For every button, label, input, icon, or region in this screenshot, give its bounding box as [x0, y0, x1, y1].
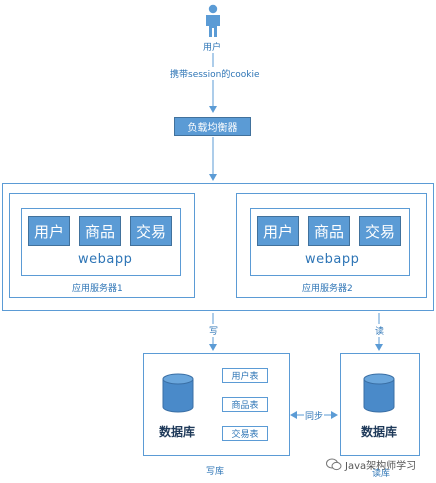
server-2-app-name: webapp: [305, 252, 360, 267]
write-label: 写: [209, 324, 219, 337]
watermark: Java架构师学习: [326, 457, 416, 472]
server-2-module-trade: 交易: [359, 216, 401, 246]
read-label: 读: [375, 324, 385, 337]
server-1-module-user: 用户: [28, 216, 70, 246]
replica-db-name: 数据库: [361, 425, 398, 439]
master-database-icon: [162, 373, 194, 413]
watermark-text: Java架构师学习: [345, 461, 417, 472]
master-db-caption: 写库: [206, 467, 225, 477]
replica-db-caption: 读库: [372, 469, 391, 479]
replica-database-icon: [363, 373, 395, 413]
user-label: 用户: [203, 43, 222, 53]
server-2-module-product: 商品: [308, 216, 350, 246]
server-1-module-product: 商品: [79, 216, 121, 246]
person-icon: [206, 4, 220, 37]
request-note: 携带session的cookie: [168, 67, 262, 80]
server-1-module-trade: 交易: [130, 216, 172, 246]
table-user: 用户表: [222, 368, 268, 383]
server-1-label: 应用服务器1: [72, 284, 123, 294]
table-trade: 交易表: [222, 426, 268, 441]
sync-label: 同步: [304, 409, 325, 422]
table-product: 商品表: [222, 397, 268, 412]
server-2-module-user: 用户: [257, 216, 299, 246]
load-balancer: 负载均衡器: [174, 117, 251, 136]
server-2-label: 应用服务器2: [302, 284, 353, 294]
wechat-icon: [326, 458, 342, 471]
master-db-name: 数据库: [159, 425, 196, 439]
server-1-app-name: webapp: [78, 252, 133, 267]
